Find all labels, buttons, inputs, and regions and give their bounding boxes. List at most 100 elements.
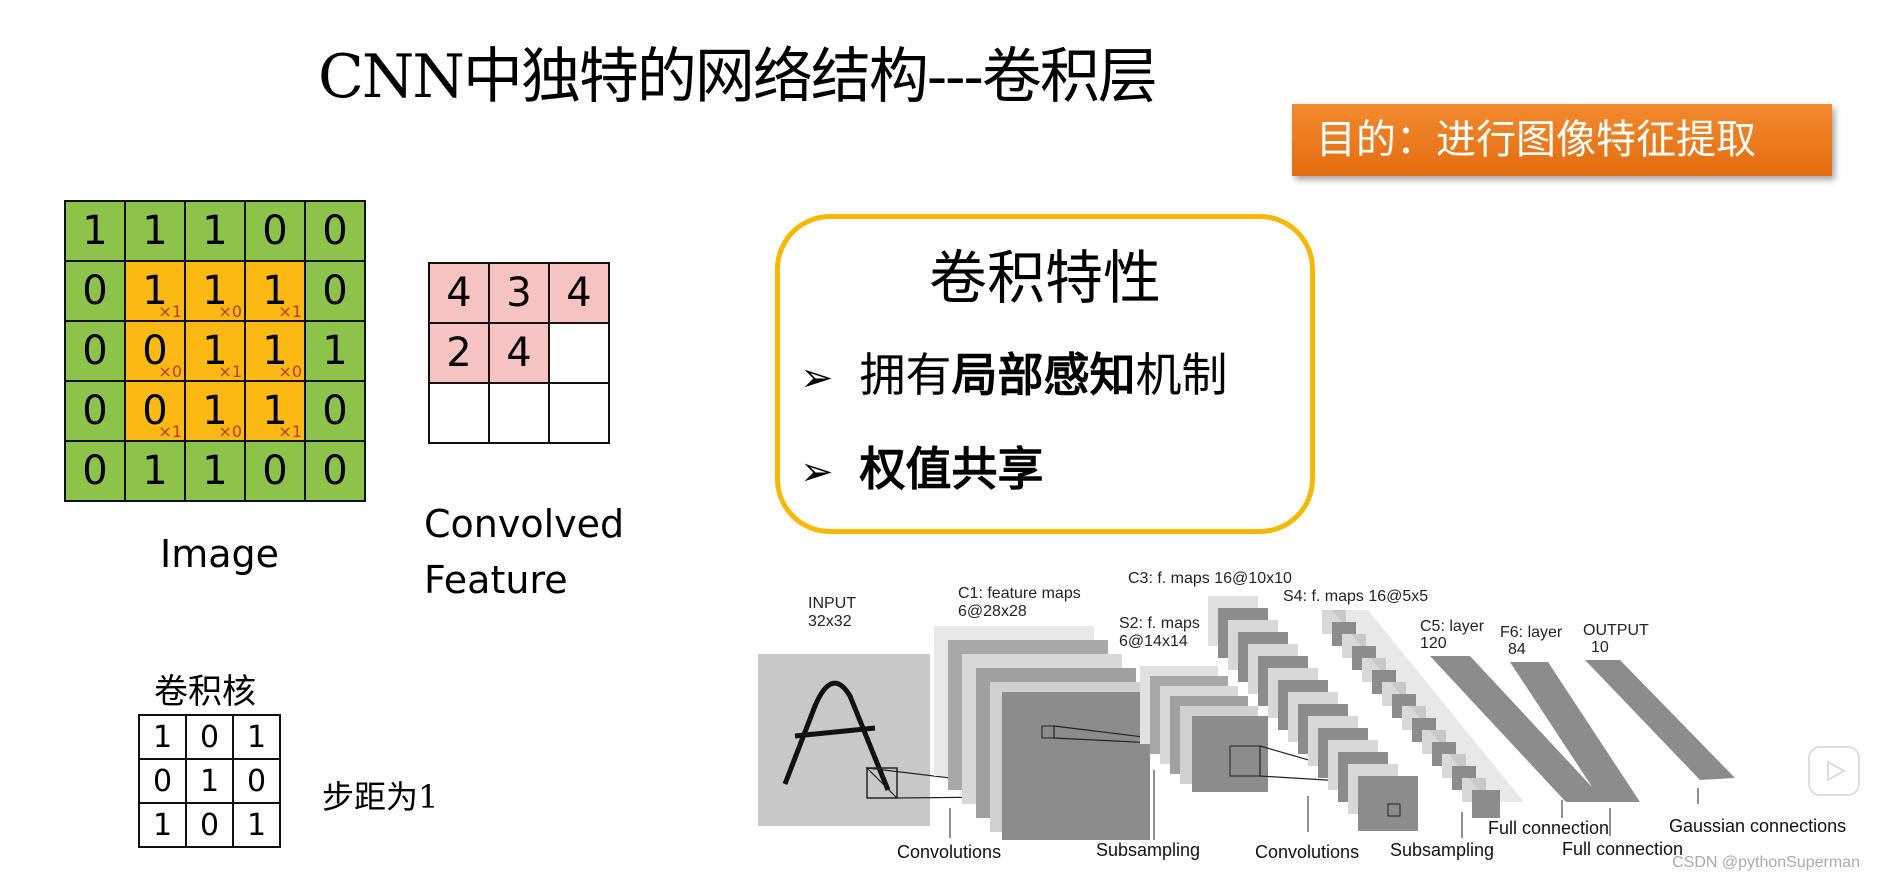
kernel-cell: 1 (138, 714, 187, 760)
stride-label: 步距为1 (322, 778, 439, 816)
image-label: Image (160, 532, 280, 576)
kernel-weight: ×0 (218, 422, 242, 441)
kernel-cell: 0 (185, 714, 234, 760)
c1-size-label: 6@28x28 (958, 603, 1027, 620)
convolved-cell-empty (488, 382, 550, 444)
stage-label: Subsampling (1390, 840, 1494, 860)
input-size-label: 32x32 (808, 613, 852, 630)
c5-label: C5: layer (1420, 618, 1485, 635)
play-button[interactable] (1808, 746, 1860, 796)
input-image (758, 654, 930, 826)
purpose-banner: 目的：进行图像特征提取 (1292, 104, 1832, 176)
stage-label: Convolutions (897, 842, 1001, 862)
c5-connection-shadow (1332, 610, 1524, 802)
s2-label: S2: f. maps (1119, 615, 1200, 632)
convolved-cell: 4 (548, 262, 610, 324)
f6-label: F6: layer (1500, 624, 1563, 641)
cell-value: 1 (202, 388, 228, 434)
s4-map (1472, 790, 1500, 818)
c3-label: C3: f. maps 16@10x10 (1128, 570, 1292, 587)
property-text-bold: 局部感知 (951, 348, 1136, 402)
image-cell: 0 (64, 260, 126, 322)
convolved-cell-empty (428, 382, 490, 444)
cell-value: 1 (202, 328, 228, 374)
cell-value: 0 (142, 388, 168, 434)
arrow-bullet-icon: ➢ (800, 449, 834, 495)
output-size-label: 10 (1591, 639, 1609, 656)
cell-value: 1 (142, 268, 168, 314)
kernel-weight: ×1 (218, 362, 242, 381)
property-weight-sharing: ➢ 权值共享 (800, 433, 1044, 499)
play-icon (1827, 760, 1847, 782)
kernel-grid: 1 0 1 0 1 0 1 0 1 (138, 714, 281, 848)
stage-label: Full connection (1562, 839, 1683, 859)
kernel-cell: 1 (185, 758, 234, 804)
image-cell-window: 1×1 (124, 260, 186, 322)
image-cell: 1 (124, 440, 186, 502)
c3-window (1387, 803, 1401, 817)
convolved-cell: 2 (428, 322, 490, 384)
kernel-cell: 1 (232, 714, 281, 760)
image-cell: 0 (64, 320, 126, 382)
property-text-pre: 拥有 (859, 348, 952, 402)
image-cell: 1 (184, 440, 246, 502)
arrow-bullet-icon: ➢ (800, 355, 834, 401)
f6-full-connection (1510, 662, 1640, 802)
c5-size-label: 120 (1420, 635, 1447, 652)
image-cell-window: 1×1 (184, 320, 246, 382)
page-title: CNN中独特的网络结构---卷积层 (318, 42, 1158, 112)
image-cell: 1 (304, 320, 366, 382)
receptive-field (866, 767, 898, 799)
kernel-weight: ×0 (158, 362, 182, 381)
kernel-weight: ×1 (278, 422, 302, 441)
image-cell: 0 (64, 440, 126, 502)
stage-label: Gaussian connections (1669, 816, 1846, 836)
kernel-cell: 1 (232, 802, 281, 848)
kernel-weight: ×1 (278, 302, 302, 321)
gaussian-connection (1585, 660, 1735, 780)
image-cell-window: 1×1 (244, 260, 306, 322)
stage-label: Convolutions (1255, 842, 1359, 862)
kernel-weight: ×1 (158, 302, 182, 321)
stage-label: Subsampling (1096, 840, 1200, 860)
image-cell: 0 (304, 440, 366, 502)
image-cell: 1 (184, 200, 246, 262)
convolved-grid: 4 3 4 2 4 (428, 262, 610, 444)
kernel-weight: ×0 (218, 302, 242, 321)
kernel-cell: 1 (138, 802, 187, 848)
s4-label: S4: f. maps 16@5x5 (1283, 588, 1428, 605)
convolved-cell: 4 (488, 322, 550, 384)
cell-value: 1 (202, 268, 228, 314)
image-cell-window: 1×0 (184, 380, 246, 442)
kernel-weight: ×0 (278, 362, 302, 381)
property-local-perception: ➢拥有局部感知机制 (800, 339, 1228, 405)
c1-label: C1: feature maps (958, 585, 1081, 602)
property-text-bold: 权值共享 (859, 442, 1044, 496)
input-label: INPUT (808, 595, 856, 612)
image-cell: 0 (244, 440, 306, 502)
image-cell-window: 1×0 (184, 260, 246, 322)
image-grid: 1 1 1 0 0 0 1×1 1×0 1×1 0 0 0×0 1×1 1×0 … (64, 200, 366, 502)
c5-full-connection (1430, 656, 1606, 802)
image-cell-window: 0×1 (124, 380, 186, 442)
cell-value: 1 (262, 328, 288, 374)
convolved-cell: 3 (488, 262, 550, 324)
convolved-cell-empty (548, 382, 610, 444)
properties-title: 卷积特性 (928, 244, 1161, 312)
s2-size-label: 6@14x14 (1119, 633, 1188, 650)
cell-value: 1 (262, 388, 288, 434)
kernel-cell: 0 (138, 758, 187, 804)
convolved-label-line1: Convolved (424, 502, 625, 546)
cell-value: 0 (142, 328, 168, 374)
kernel-weight: ×1 (158, 422, 182, 441)
lenet-architecture-diagram: INPUT 32x32 C1: feature maps 6@28x28 S2:… (758, 570, 1846, 862)
c1-projection (1053, 725, 1218, 747)
kernel-cell: 0 (185, 802, 234, 848)
image-cell: 0 (304, 380, 366, 442)
c1-map (1002, 692, 1150, 840)
image-cell: 1 (64, 200, 126, 262)
convolved-label-line2: Feature (424, 558, 568, 602)
input-letter-a (782, 680, 891, 791)
stage-label: Full connection (1488, 818, 1609, 838)
image-cell: 0 (64, 380, 126, 442)
